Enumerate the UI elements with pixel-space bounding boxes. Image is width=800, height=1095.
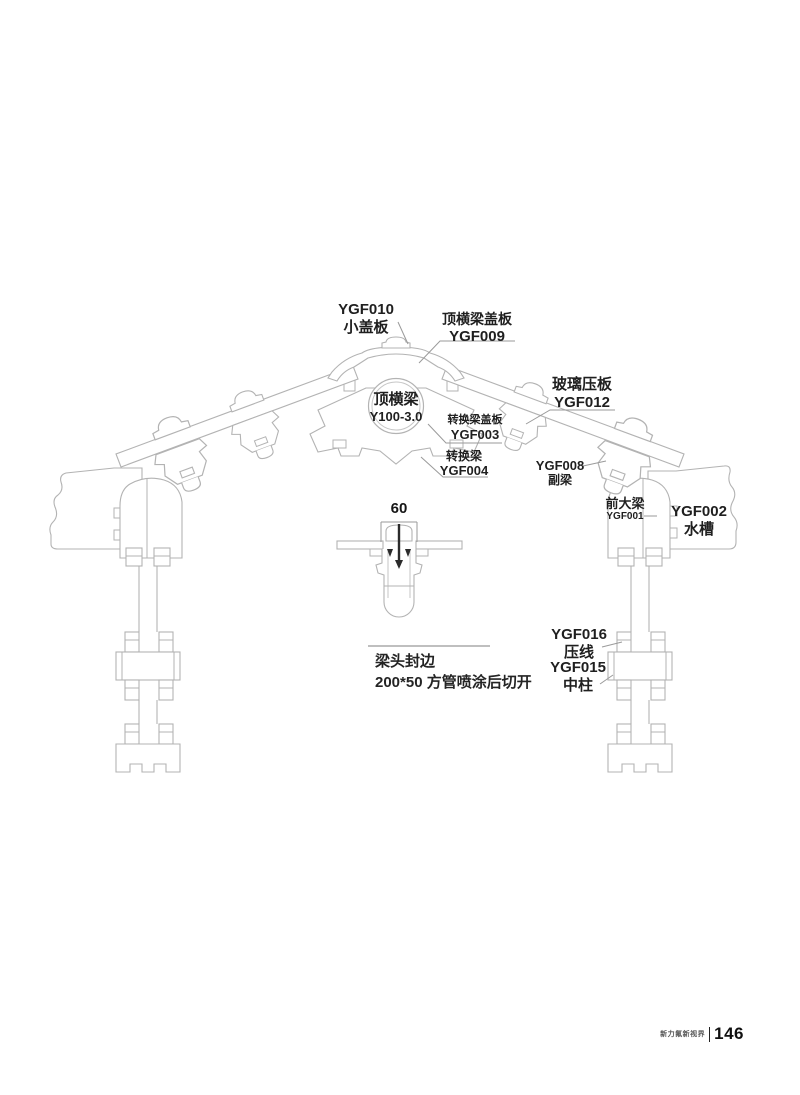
note-line2: 200*50 方管喷涂后切开 — [375, 674, 532, 691]
part-code: YGF015 — [550, 659, 606, 676]
part-name: 小盖板 — [343, 318, 389, 336]
part-name: 压线 — [563, 643, 594, 661]
left-foot — [125, 547, 143, 567]
part-spec: Y100-3.0 — [369, 408, 423, 424]
right-front-beam-profile — [607, 477, 678, 559]
left-column — [138, 566, 158, 724]
right-glass-bar — [441, 365, 685, 468]
part-name: 玻璃压板 — [551, 376, 612, 393]
beam-head-detail — [336, 521, 463, 618]
label-ygf001: 前大梁 YGF001 — [602, 496, 648, 523]
part-code: YGF004 — [439, 463, 489, 479]
right-foot — [617, 547, 635, 567]
left-mid-column-block — [115, 651, 181, 681]
part-code: YGF008 — [535, 458, 585, 473]
footer-divider — [709, 1026, 711, 1042]
note-line1: 梁头封边 — [375, 653, 436, 670]
ridge-beam-circle — [367, 377, 425, 435]
label-ygf015: YGF015 中柱 — [544, 659, 612, 694]
left-end-column-block — [115, 743, 181, 773]
label-ygf004: 转换梁 YGF004 — [436, 449, 492, 478]
part-code: YGF012 — [554, 393, 610, 411]
part-name: 副梁 — [547, 473, 572, 488]
label-ygf016: YGF016 压线 — [544, 626, 614, 661]
label-ygf003: 转换梁盖板 YGF003 — [444, 414, 506, 442]
leader-lines — [368, 321, 657, 685]
dimension-60: 60 — [390, 500, 408, 517]
part-code: YGF002 — [671, 503, 727, 520]
part-name: 顶横梁盖板 — [442, 311, 512, 327]
label-ygf002: YGF002 水槽 — [668, 503, 730, 538]
left-glass-bar — [115, 365, 359, 468]
part-code: YGF001 — [606, 511, 644, 523]
right-end-column-block — [607, 743, 673, 773]
part-name: 前大梁 — [605, 496, 645, 511]
part-name: 中柱 — [562, 676, 593, 694]
part-code: YGF003 — [450, 426, 500, 442]
part-name: 顶横梁 — [373, 391, 419, 408]
beam-head-note: 梁头封边 200*50 方管喷涂后切开 — [375, 651, 532, 693]
part-code: YGF009 — [449, 327, 505, 345]
label-ygf009: 顶横梁盖板 YGF009 — [436, 311, 518, 345]
part-code: YGF016 — [551, 626, 607, 643]
right-foot — [645, 547, 663, 567]
footer-page-number: 146 — [714, 1024, 744, 1043]
label-ygf010: YGF010 小盖板 — [326, 301, 406, 336]
label-ygf012: 玻璃压板 YGF012 — [544, 376, 620, 411]
part-name: 转换梁盖板 — [447, 414, 503, 426]
footer-brand: 新力氟新视界 — [660, 1031, 706, 1038]
left-front-beam-profile — [119, 477, 183, 559]
part-name: 转换梁 — [445, 449, 482, 463]
ridge-small-cap — [381, 336, 411, 349]
label-ridge-beam: 顶横梁 Y100-3.0 — [356, 391, 436, 424]
part-name: 水槽 — [683, 520, 714, 538]
right-column — [630, 566, 650, 724]
right-mid-column-block — [607, 651, 673, 681]
left-foot — [153, 547, 171, 567]
label-ygf008: YGF008 副梁 — [532, 458, 588, 487]
page-footer: 新力氟新视界 146 — [560, 1024, 744, 1044]
part-code: YGF010 — [338, 301, 394, 318]
